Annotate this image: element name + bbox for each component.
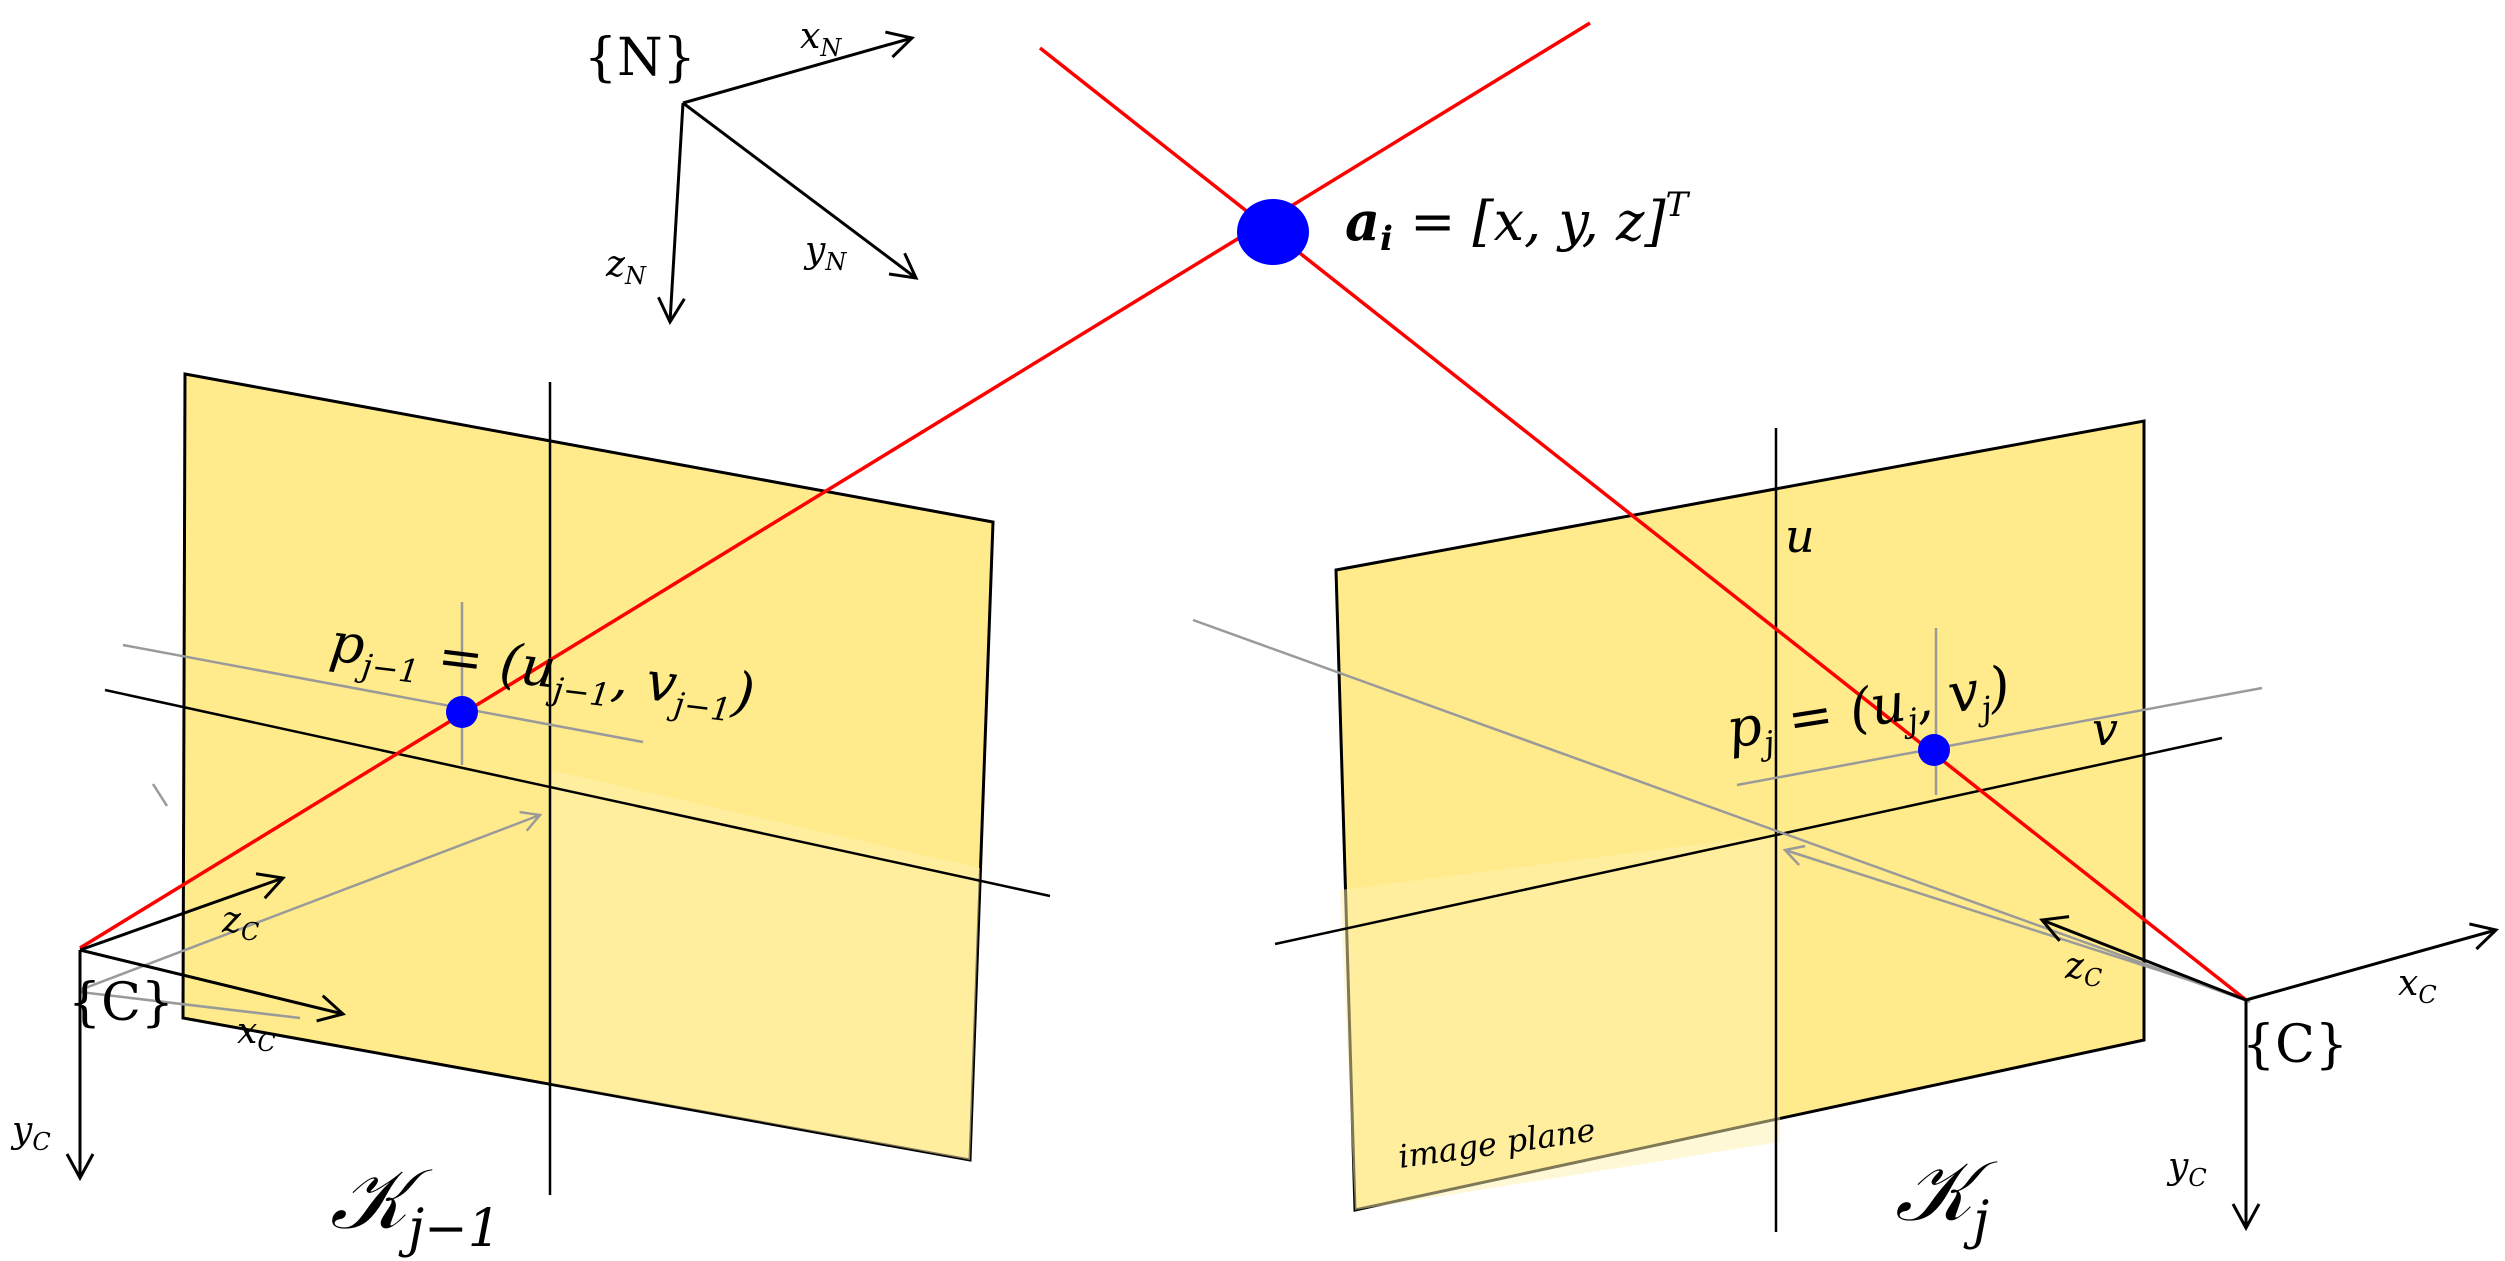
left-projection-horizontal bbox=[122, 643, 644, 744]
right-cam-x-axis bbox=[2245, 922, 2500, 1002]
right-plane-horizontal-axis bbox=[1274, 736, 2223, 946]
world-z-label: zN bbox=[605, 244, 647, 290]
left-camera-frame: {C} zC xC yC bbox=[10, 872, 347, 1182]
left-cam-y-label: yC bbox=[10, 1110, 51, 1156]
right-keyframe bbox=[1192, 419, 2263, 1232]
right-optical-axis bbox=[1782, 844, 2246, 1000]
world-x-axis bbox=[682, 30, 916, 105]
world-y-axis bbox=[682, 101, 919, 280]
world-frame: {N} xN yN zN bbox=[584, 16, 919, 326]
right-cam-z-label: zC bbox=[2064, 946, 2102, 992]
landmark-point bbox=[1237, 199, 1309, 265]
ray-right-camera-to-landmark bbox=[1038, 46, 2248, 1002]
left-optical-axis bbox=[79, 810, 543, 992]
right-diagonal-guide bbox=[1192, 618, 2251, 1004]
right-projection-point bbox=[1918, 734, 1950, 766]
right-cam-x-label: xC bbox=[2398, 963, 2437, 1009]
world-y-label: yN bbox=[803, 230, 847, 276]
right-u-axis-label: u bbox=[1785, 509, 1815, 563]
right-camera-frame: {C} xC zC yC bbox=[2039, 915, 2500, 1232]
right-keyframe-label: 𝒦j bbox=[1895, 1142, 1998, 1251]
left-grey-xc bbox=[79, 990, 301, 1020]
right-cam-frame-label: {C} bbox=[2242, 1015, 2348, 1075]
ray-left-camera-to-landmark bbox=[79, 21, 1591, 950]
left-grey-tick bbox=[151, 783, 169, 807]
left-cam-z-label: zC bbox=[221, 900, 259, 946]
right-cam-z-axis bbox=[2039, 915, 2247, 1002]
left-projection-point bbox=[446, 696, 478, 728]
left-cam-x-label: xC bbox=[237, 1011, 276, 1057]
left-cam-frame-label: {C} bbox=[68, 973, 174, 1033]
left-projection-label: pj−1 = (uj−1, vj−1) bbox=[326, 610, 759, 732]
left-keyframe-label: 𝒦j−1 bbox=[330, 1150, 501, 1259]
left-cam-z-axis bbox=[79, 872, 286, 952]
left-keyframe bbox=[79, 372, 1051, 1195]
world-frame-label: {N} bbox=[584, 28, 696, 88]
right-cam-y-label: yC bbox=[2166, 1146, 2207, 1192]
left-plane-horizontal-axis bbox=[104, 688, 1051, 898]
left-cam-x-axis bbox=[79, 948, 347, 1023]
right-plane-lower-shade bbox=[1340, 834, 1780, 1210]
left-plane-lower-shade bbox=[550, 770, 980, 1160]
right-v-axis-label: v bbox=[2092, 702, 2118, 756]
landmark-label: ai = [x, y, z]T bbox=[1345, 185, 1691, 259]
world-z-axis bbox=[657, 102, 686, 326]
right-projection-horizontal bbox=[1736, 686, 2263, 787]
world-x-label: xN bbox=[800, 16, 842, 62]
